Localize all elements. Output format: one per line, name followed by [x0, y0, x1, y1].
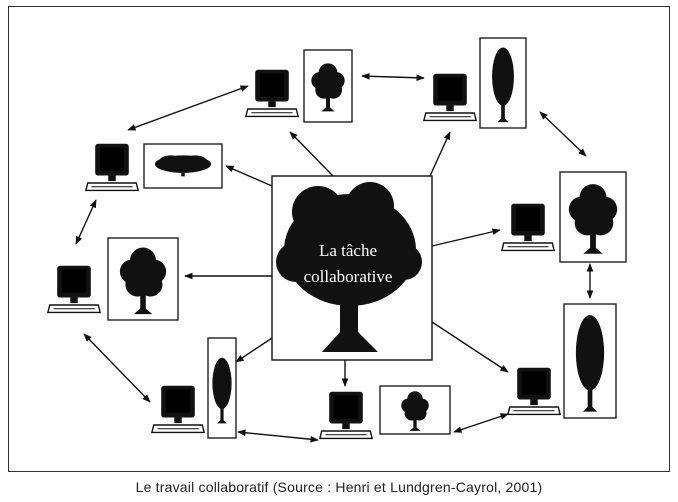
center-tree-icon [276, 182, 422, 352]
computer-icon [423, 73, 477, 122]
computer-icon [47, 265, 101, 314]
computer-icon [151, 385, 205, 434]
computer-icon [245, 69, 299, 118]
computer-icon [319, 391, 373, 440]
center-arrows [184, 131, 509, 387]
tree-box [303, 49, 353, 123]
center-task-line1: La tâche [318, 241, 378, 260]
center-task-label: La tâche collaborative [270, 238, 426, 290]
peer-arrows [75, 72, 594, 443]
tree-box [379, 385, 451, 435]
center-task-line2: collaborative [303, 267, 393, 286]
collaboration-diagram [47, 37, 627, 443]
tree-box [107, 237, 179, 321]
computer-icon [85, 143, 139, 192]
tree-box [563, 303, 617, 419]
computer-icon [501, 203, 555, 252]
tree-box [559, 171, 627, 263]
tree-box [207, 337, 237, 439]
computer-icon [507, 367, 561, 416]
figure-caption: Le travail collaboratif (Source : Henri … [135, 479, 543, 495]
tree-box [479, 37, 527, 129]
tree-box [143, 143, 223, 189]
